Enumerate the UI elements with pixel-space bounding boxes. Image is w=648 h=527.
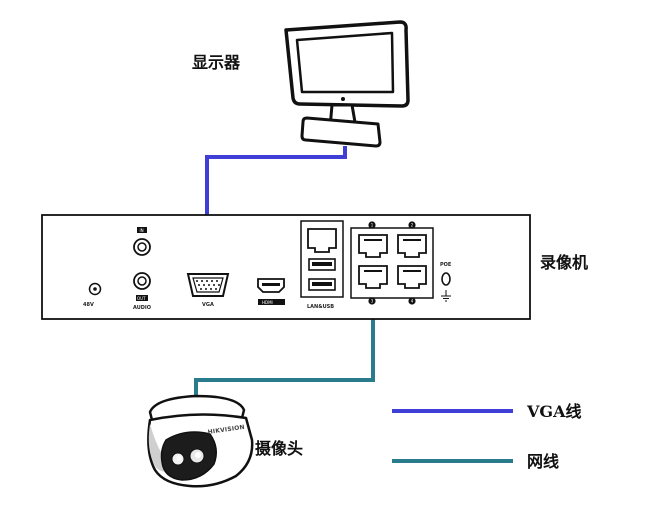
- port-4-number: 4: [411, 299, 414, 304]
- legend: VGA线 网线: [392, 402, 582, 471]
- vga-pin: [203, 284, 205, 286]
- audio-out-label: OUT: [137, 296, 146, 301]
- vga-pin: [210, 288, 212, 290]
- vga-label: VGA: [202, 302, 214, 308]
- port-3-number: 3: [371, 299, 374, 304]
- poe-port-2: [397, 234, 427, 258]
- vga-pin: [216, 280, 218, 282]
- monitor-illustration: [284, 20, 410, 148]
- poe-label: POE: [440, 262, 452, 268]
- hdmi-port: HDMI: [257, 278, 285, 305]
- poe-port-3-contacts: [364, 270, 382, 272]
- nvr-rear-panel: 48V IN OUT AUDIO VGA: [41, 214, 531, 320]
- vga-pin: [196, 280, 198, 282]
- power-jack: 48V: [83, 282, 102, 308]
- vga-pins: [196, 280, 220, 290]
- audio-in-label: IN: [140, 228, 144, 233]
- camera-illustration: HIKVISION: [147, 394, 254, 488]
- poe-port-1: [358, 234, 388, 258]
- vga-pin: [198, 284, 200, 286]
- monitor-label: 显示器: [192, 53, 241, 72]
- poe-port-3: [358, 265, 388, 289]
- legend-vga-label: VGA线: [526, 402, 582, 421]
- camera-label: 摄像头: [255, 439, 303, 458]
- monitor-power-dot: [341, 97, 345, 101]
- network-cable-line: [194, 290, 375, 402]
- port-1-number: 1: [371, 223, 374, 228]
- poe-port-4-contacts: [403, 270, 421, 272]
- poe-ports: [358, 234, 427, 289]
- ground-icon: [441, 290, 451, 302]
- poe-indicator: POE: [440, 262, 452, 302]
- vga-pin: [218, 284, 220, 286]
- poe-port-2-contacts: [403, 239, 421, 241]
- vga-pin: [201, 280, 203, 282]
- vga-pin: [211, 280, 213, 282]
- audio-ports: IN OUT AUDIO: [133, 227, 151, 311]
- nvr-label: 录像机: [540, 253, 588, 272]
- lan-port: [307, 228, 337, 253]
- vga-pin: [206, 280, 208, 282]
- poe-port-1-contacts: [364, 239, 382, 241]
- vga-pin: [205, 288, 207, 290]
- port-2-number: 2: [411, 223, 414, 228]
- lan-usb-label: LAN&USB: [307, 304, 334, 310]
- monitor-base: [300, 116, 382, 148]
- lan-usb-block: LAN&USB: [300, 220, 344, 310]
- poe-block: 1 2 3 4: [350, 221, 434, 305]
- power-label: 48V: [83, 302, 94, 308]
- vga-pin: [208, 284, 210, 286]
- legend-network-label: 网线: [527, 452, 559, 471]
- poe-port-4: [397, 265, 427, 289]
- nvr-chassis: [41, 214, 531, 320]
- vga-pin: [213, 284, 215, 286]
- monitor-screen: [295, 31, 395, 94]
- audio-label: AUDIO: [133, 305, 151, 311]
- vga-port: VGA: [186, 273, 230, 308]
- hdmi-label: HDMI: [262, 300, 273, 305]
- vga-pin: [200, 288, 202, 290]
- camera-face-plate: [160, 431, 217, 481]
- vga-pin: [215, 288, 217, 290]
